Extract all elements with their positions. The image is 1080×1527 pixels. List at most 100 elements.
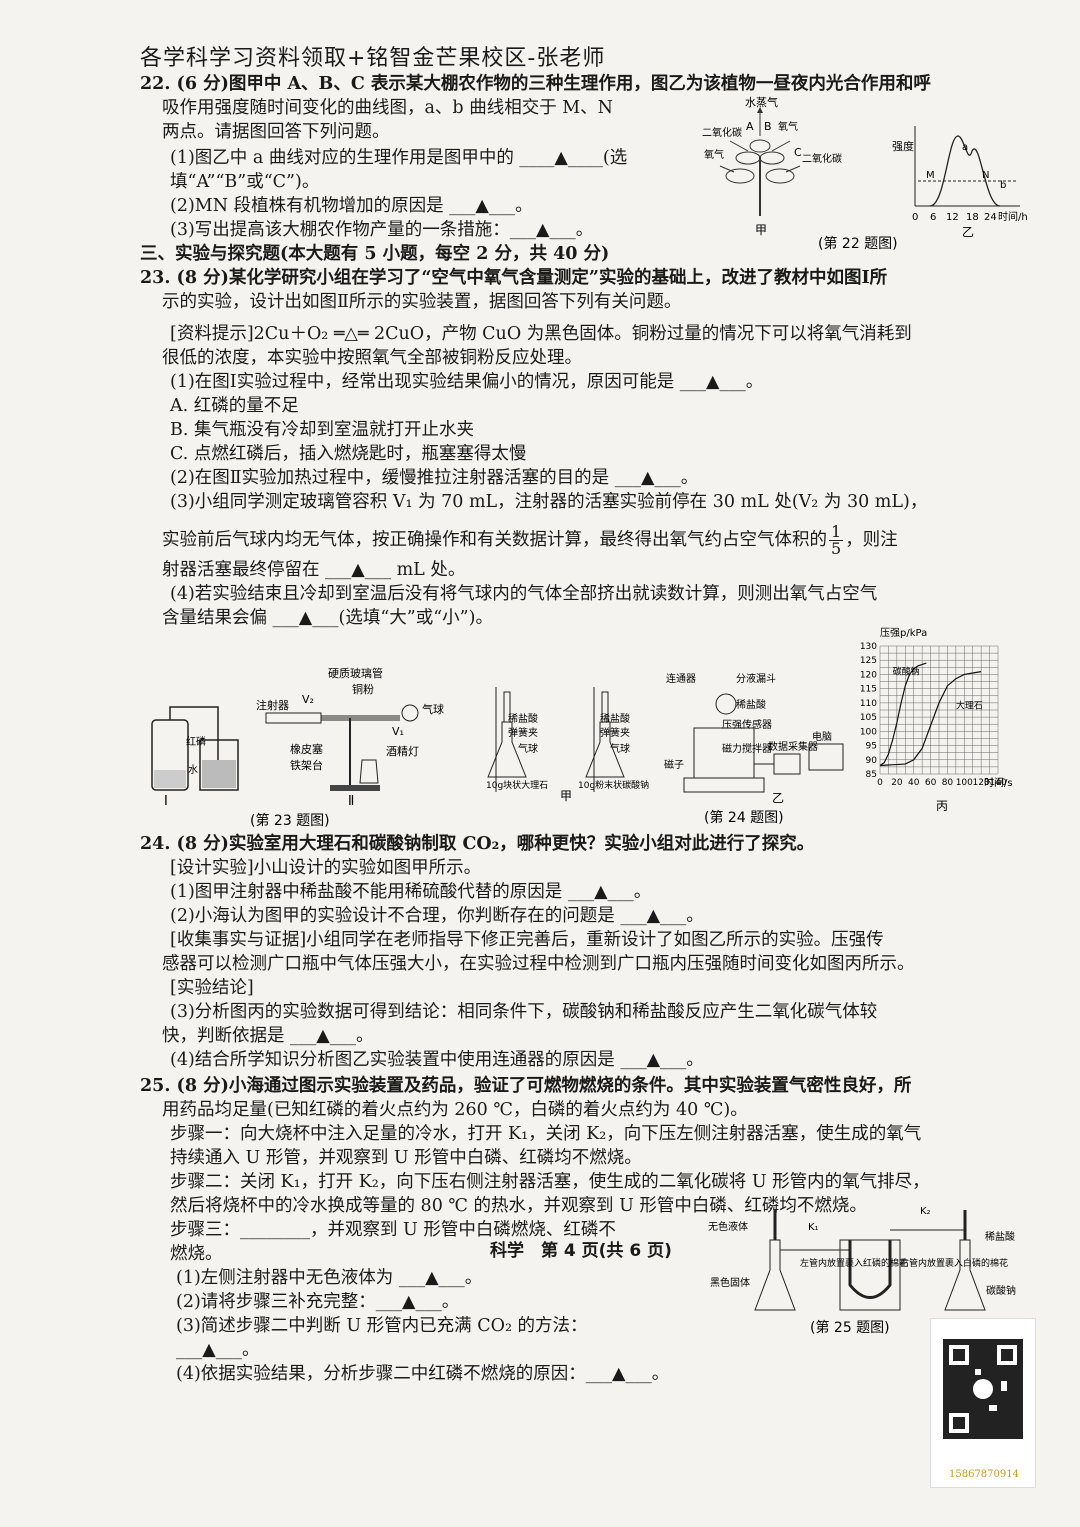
label-balloon: 气球 [422,702,444,716]
label: K₁ [808,1222,819,1233]
q22-line: (3)写出提高该大棚农作物产量的一条措施：___▲___。 [170,220,594,240]
label-bing: 丙 [936,799,948,813]
tick: 12 [946,212,959,223]
label-c: C [794,146,802,159]
figure-caption: (第 25 题图) [810,1319,890,1336]
q24-line: (1)图甲注射器中稀盐酸不能用稀硫酸代替的原因是 ___▲___。 [170,882,652,902]
label-yi: 乙 [962,225,974,239]
series-label: 大理石 [956,700,983,712]
label: 气球 [610,742,630,755]
x-tick-label: 40 [908,778,920,788]
label: 分液漏斗 [736,672,776,685]
figure-24-yi: 连通器 分液漏斗 稀盐酸 压强传感器 磁力搅拌器 磁子 数据采集器 电脑 乙 (… [664,672,844,826]
x-tick-label: 140 [989,778,1006,788]
label-i: Ⅰ [164,794,168,809]
y-tick-label: 90 [866,756,878,766]
label-jia: 甲 [560,789,572,802]
page-footer: 科学 第 4 页(共 6 页) [490,1241,672,1261]
label: 左管内放置裹入红磷的棉花 [800,1257,908,1269]
q25-line: 持续通入 U 形管，并观察到 U 形管中白磷、红磷均不燃烧。 [170,1148,642,1168]
label: 压强传感器 [722,718,772,731]
label: 稀盐酸 [508,712,538,725]
q23-line: 很低的浓度，本实验中按照氧气全部被铜粉反应处理。 [162,348,582,368]
label-v2: V₂ [302,693,314,706]
label: 右管内放置裹入白磷的棉花 [900,1257,1008,1269]
y-tick-label: 110 [860,699,877,709]
q24-line: (2)小海认为图甲的实验设计不合理，你判断存在的问题是 ___▲___。 [170,906,704,926]
label-water-vapor: 水蒸气 [745,96,778,109]
chart-xlabel: 时间/s [984,776,1013,789]
figure-25: 无色液体 K₁ K₂ 稀盐酸 黑色固体 左管内放置裹入红磷的棉花 右管内放置裹入… [708,1206,1016,1336]
label-o2-2: 氧气 [704,148,724,161]
x-tick-label: 20 [891,778,903,788]
y-tick-label: 125 [860,656,877,666]
tick: 6 [930,212,936,223]
q24-line: [收集事实与证据]小组同学在老师指导下修正完善后，重新设计了如图乙所示的实验。压… [170,930,884,950]
x-tick-label: 0 [877,778,883,788]
q25-line: (2)请将步骤三补充完整：___▲___。 [176,1292,460,1312]
qr-icon [943,1339,1023,1439]
q23-line: (2)在图Ⅱ实验加热过程中，缓慢推拉注射器活塞的目的是 ___▲___。 [170,468,699,488]
label-a: A [746,120,754,133]
q23-line: [资料提示]2Cu＋O₂ ═△═ 2CuO，产物 CuO 为黑色固体。铜粉过量的… [170,324,912,344]
label: 10g粉末状碳酸钠 [578,779,649,791]
label: 稀盐酸 [600,712,630,725]
label-o2: 氧气 [778,120,798,133]
q25-line: 步骤三：________，并观察到 U 形管中白磷燃烧、红磷不 [170,1220,616,1240]
label-water: 水 [188,764,198,776]
q22-line: 22. (6 分)图甲中 A、B、C 表示某大棚农作物的三种生理作用，图乙为该植… [140,74,931,94]
apparatus-ii: 硬质玻璃管 铜粉 注射器 V₂ 气球 V₁ 橡皮塞 铁架台 酒精灯 Ⅱ [256,666,444,809]
figure-caption: (第 22 题图) [818,235,898,252]
plant-diagram: 水蒸气 二氧化碳 A B 氧气 C 二氧化碳 氧气 甲 [702,96,842,237]
label: 稀盐酸 [985,1230,1015,1243]
label: 无色液体 [708,1220,748,1233]
label: 磁子 [664,758,684,771]
series-line [879,662,927,766]
label: 数据采集器 [768,740,818,753]
q23-option: B. 集气瓶没有冷却到室温就打开止水夹 [170,420,474,440]
label-stopper: 橡皮塞 [290,742,323,756]
q24-line: [实验结论] [170,978,254,998]
label-red-phosphorus: 红磷 [186,735,206,748]
graph-xlabel: 时间/h [998,210,1028,223]
q25-line: 步骤一：向大烧杯中注入足量的冷水，打开 K₁，关闭 K₂，向下压左侧注射器活塞，… [170,1124,922,1144]
label: 10g块状大理石 [486,779,548,791]
label: 碳酸钠 [986,1284,1016,1297]
y-tick-label: 130 [860,642,877,652]
q23-line-a: 实验前后气球内均无气体，按正确操作和有关数据计算，最终得出氧气约占空气体积的 [162,530,827,550]
label: 黑色固体 [710,1276,750,1289]
label: 电脑 [812,730,832,743]
q23-line: (4)若实验结束且冷却到室温后没有将气球内的气体全部挤出就读数计算，则测出氧气占… [170,584,878,604]
label-lamp: 酒精灯 [386,745,419,758]
figure-caption: (第 24 题图) [704,809,784,826]
label-yi: 乙 [772,791,784,805]
figure-22: 水蒸气 二氧化碳 A B 氧气 C 二氧化碳 氧气 甲 强度 a b M N 0… [702,96,1028,252]
section-title: 三、实验与探究题(本大题有 5 小题，每空 2 分，共 40 分) [140,244,610,264]
figure-caption: (第 23 题图) [250,812,330,829]
q25-line: (3)简述步骤二中判断 U 形管内已充满 CO₂ 的方法： [176,1316,588,1336]
graph-ylabel: 强度 [892,139,914,153]
tick: 24 [984,212,997,223]
series-label: 碳酸钠 [893,665,920,677]
fraction-num: 1 [829,522,844,541]
curve-a: a [962,142,968,153]
time-graph: 强度 a b M N 0 6 12 18 24 时间/h 乙 [892,126,1028,239]
q24-line: 24. (8 分)实验室用大理石和碳酸钠制取 CO₂，哪种更快？实验小组对此进行… [140,834,815,854]
x-tick-label: 100 [956,778,973,788]
q25-line: 燃烧。 [170,1244,223,1264]
label-stand: 铁架台 [290,758,323,772]
q22-line: 吸作用强度随时间变化的曲线图，a、b 曲线相交于 M、N [162,98,613,118]
qr-code: 15867870914 [930,1318,1036,1488]
q22-line: 填“A”“B”或“C”)。 [170,172,320,192]
tick: 0 [912,212,918,223]
label-copper: 铜粉 [352,682,374,696]
q24-line: 感器可以检测广口瓶中气体压强大小，在实验过程中检测到广口瓶内压强随时间变化如图丙… [162,954,915,974]
q24-line: (4)结合所学知识分析图乙实验装置中使用连通器的原因是 ___▲___。 [170,1050,704,1070]
page-header: 各学科学习资料领取+铭智金芒果校区-张老师 [140,46,606,71]
q25-line: 步骤二：关闭 K₁，打开 K₂，向下压右侧注射器活塞，使生成的二氧化碳将 U 形… [170,1172,930,1192]
q25-line: ___▲___。 [176,1340,260,1360]
label-co2: 二氧化碳 [702,126,742,139]
label-glass-tube: 硬质玻璃管 [328,666,383,680]
